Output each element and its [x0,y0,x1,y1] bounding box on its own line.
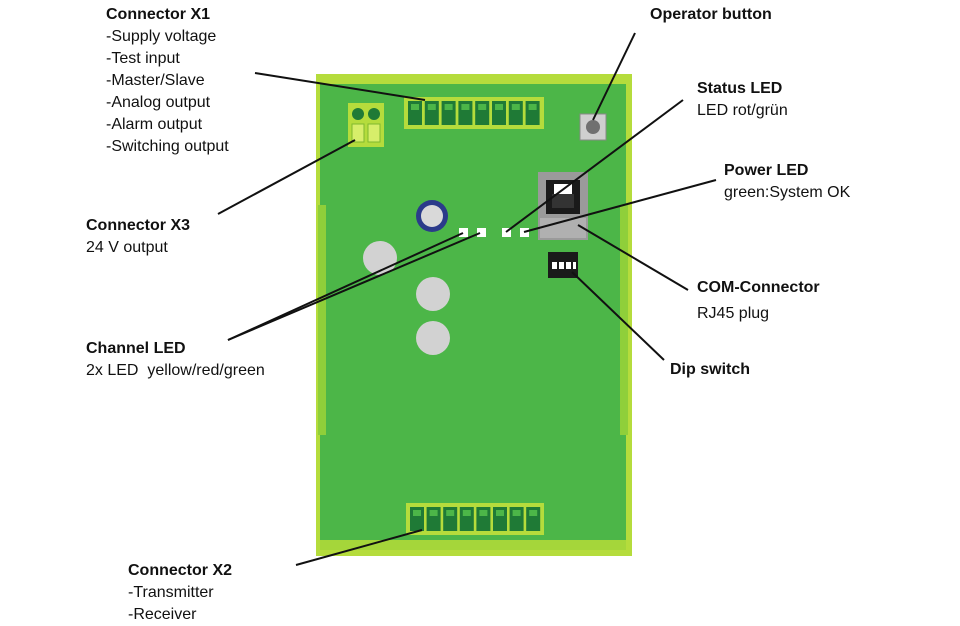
dip-switch [548,252,578,278]
callout-title: Operator button [650,6,772,23]
terminal-pin-slot [427,104,436,110]
terminal-pin-slot [528,104,537,110]
callout-line: -Supply voltage [106,28,217,45]
bottom-strip [320,540,626,550]
leader-power-led [523,179,717,233]
callout-line: 24 V output [86,239,168,256]
callout-line: -Switching output [106,138,229,155]
callout-line: -Analog output [106,94,211,111]
terminal-pin-slot [529,510,538,516]
terminal-pin-slot [512,510,521,516]
terminal-pin-slot [495,104,503,110]
terminal-pin-slot [478,104,487,110]
terminal-pin-slot [496,510,504,516]
callout-line: 2x LED yellow/red/green [86,362,265,379]
callout-title: Channel LED [86,340,186,357]
round-component [416,277,450,311]
leader-com [577,224,689,291]
terminal-pin-slot [462,510,471,516]
callout-connector-x1: Connector X1 -Supply voltage -Test input… [106,4,229,158]
terminal-pin-slot [479,510,488,516]
callout-title: Connector X1 [106,6,211,23]
capacitor [416,200,448,232]
callout-dip-switch: Dip switch [670,359,750,381]
callout-title: Dip switch [670,361,751,378]
terminal-pin-slot [461,104,470,110]
callout-power-led: Power LED green:System OK [724,160,850,204]
callout-title: Connector X2 [128,562,233,579]
callout-title: Status LED [697,80,783,97]
channel-led [459,228,468,237]
terminal-pin-slot [411,104,419,110]
callout-line: RJ45 plug [697,305,770,322]
left-rail [318,205,326,435]
leader-x2 [295,529,423,566]
callout-com-connector: COM-Connector RJ45 plug [697,277,820,325]
connector-x1 [404,97,544,129]
leader-x3 [217,139,356,215]
callout-connector-x2: Connector X2 -Transmitter -Receiver [128,560,232,626]
callout-line: -Alarm output [106,116,203,133]
leader-status-led [505,99,684,233]
leader-channel-led-2 [227,232,481,341]
leader-x1 [254,72,426,101]
callout-channel-led: Channel LED 2x LED yellow/red/green [86,338,265,382]
connector-x2 [406,503,544,535]
board-surface [320,84,626,544]
callout-title: Power LED [724,162,809,179]
callout-line: LED rot/grün [697,102,788,119]
terminal-pin-slot [413,510,421,516]
callout-line: -Test input [106,50,180,67]
terminal-pin-slot [511,104,520,110]
leader-channel-led-1 [227,232,464,341]
callout-operator-button: Operator button [650,4,772,26]
terminal-pin-slot [429,510,438,516]
callout-status-led: Status LED LED rot/grün [697,78,788,122]
channel-led [477,228,486,237]
operator-button [579,113,607,141]
callout-title: Connector X3 [86,217,191,234]
callout-connector-x3: Connector X3 24 V output [86,215,190,259]
rj45-connector [538,172,588,240]
terminal-pin-slot [446,510,455,516]
round-component [416,321,450,355]
leader-operator [592,32,636,121]
callout-line: green:System OK [724,184,851,201]
leader-lines [217,32,717,566]
callout-title: COM-Connector [697,279,820,296]
right-rail [620,205,628,435]
callout-line: -Transmitter [128,584,214,601]
terminal-pin-slot [444,104,453,110]
leader-dip [571,271,665,361]
callout-line: -Master/Slave [106,72,205,89]
callout-line: -Receiver [128,606,197,623]
